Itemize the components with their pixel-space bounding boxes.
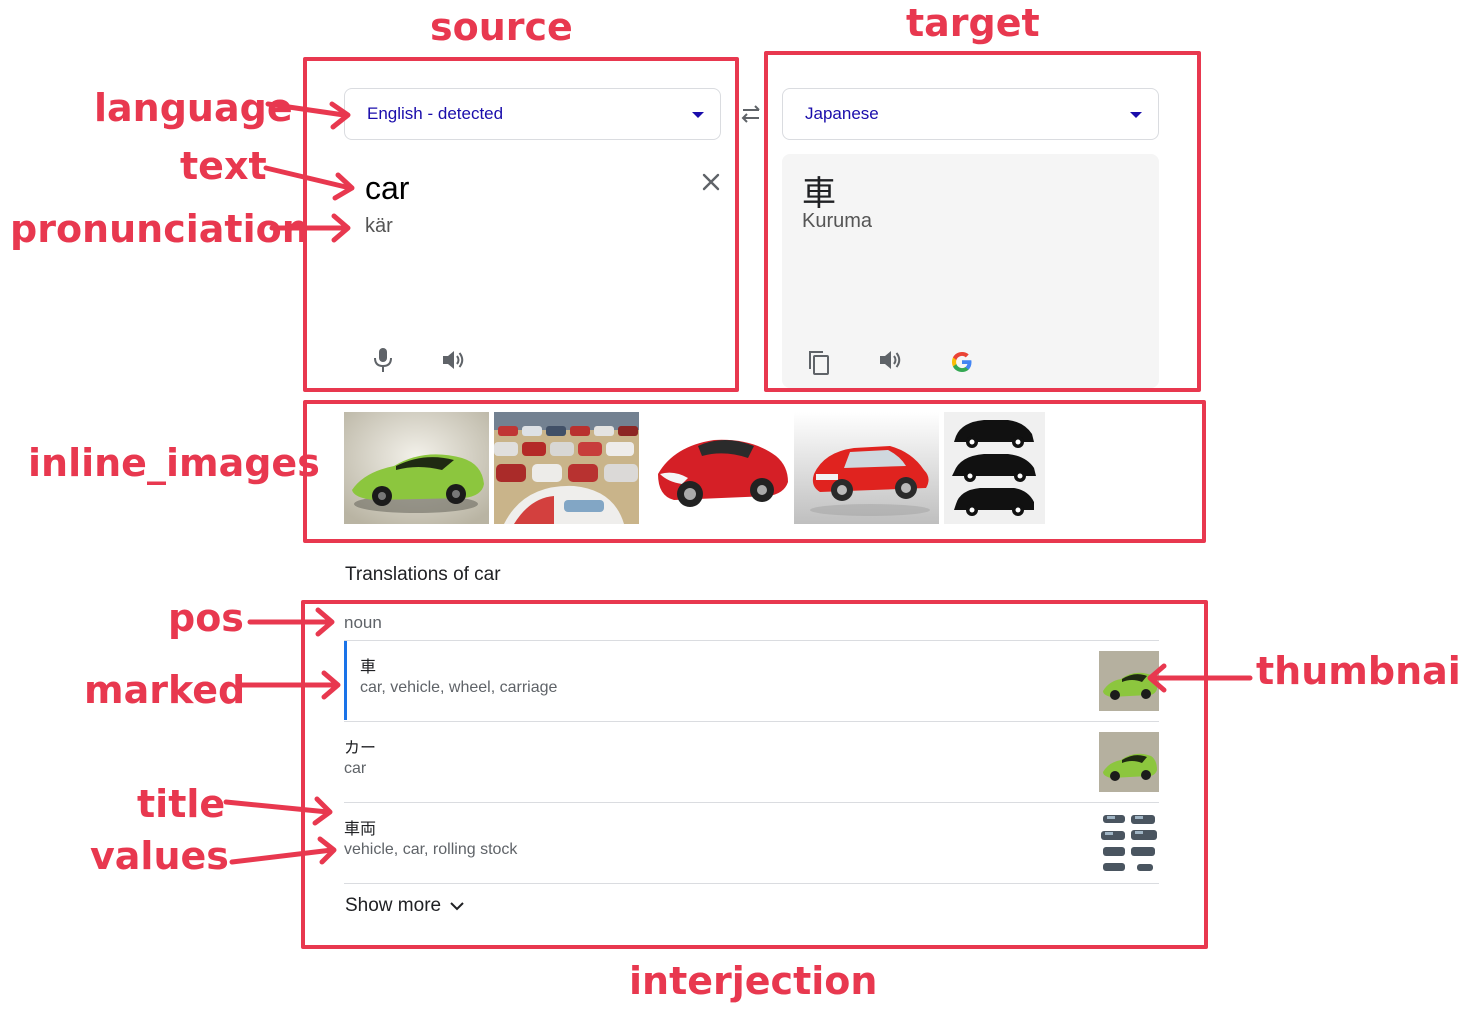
annotation-inline-images: inline_images xyxy=(28,441,320,485)
swap-arrows-icon[interactable] xyxy=(738,101,764,127)
target-panel xyxy=(782,154,1159,388)
google-g-icon[interactable] xyxy=(946,346,978,378)
translation-values: car xyxy=(344,760,367,777)
annotation-language: language xyxy=(94,86,293,130)
inline-image[interactable] xyxy=(494,412,639,524)
target-text: 車 xyxy=(802,175,836,213)
marked-indicator xyxy=(344,641,347,720)
show-more-button[interactable]: Show more xyxy=(345,895,465,917)
source-box xyxy=(303,57,739,392)
annotation-values: values xyxy=(90,834,229,878)
translation-title: 車 xyxy=(360,659,377,676)
divider xyxy=(344,802,1159,803)
speaker-icon[interactable] xyxy=(438,345,470,375)
divider xyxy=(344,721,1159,722)
translation-thumbnail xyxy=(1099,732,1159,792)
annotation-pos: pos xyxy=(168,596,244,640)
translation-thumbnail xyxy=(1099,811,1159,875)
translation-title: 車両 xyxy=(344,821,377,838)
inline-image[interactable] xyxy=(944,412,1045,524)
annotation-target: target xyxy=(906,1,1040,45)
interjection-box xyxy=(301,600,1208,949)
source-language-select[interactable]: English - detected xyxy=(344,88,721,140)
target-box xyxy=(764,51,1201,392)
mic-icon[interactable] xyxy=(368,344,398,376)
copy-icon[interactable] xyxy=(804,347,834,379)
chevron-down-icon xyxy=(1130,112,1142,118)
target-romanization: Kuruma xyxy=(802,210,873,232)
target-language-label: Japanese xyxy=(805,104,879,123)
source-pronunciation: kär xyxy=(365,215,393,237)
inline-images-box xyxy=(303,400,1206,543)
translation-values: vehicle, car, rolling stock xyxy=(344,841,518,858)
annotation-text: text xyxy=(180,144,267,188)
inline-image[interactable] xyxy=(794,412,939,524)
target-language-select[interactable]: Japanese xyxy=(782,88,1159,140)
divider xyxy=(344,640,1159,641)
annotation-pronunciation: pronunciation xyxy=(10,207,309,251)
speaker-icon[interactable] xyxy=(875,345,907,375)
annotation-interjection: interjection xyxy=(629,959,878,1003)
chevron-down-icon xyxy=(450,902,464,911)
pos-label: noun xyxy=(344,613,382,632)
chevron-down-icon xyxy=(692,112,704,118)
show-more-label: Show more xyxy=(345,895,442,916)
annotation-title: title xyxy=(137,782,226,826)
source-text[interactable]: car xyxy=(365,170,410,206)
divider xyxy=(344,883,1159,884)
inline-image[interactable] xyxy=(644,412,789,524)
translation-thumbnail xyxy=(1099,651,1159,711)
translation-values: car, vehicle, wheel, carriage xyxy=(360,679,558,696)
translations-heading: Translations of car xyxy=(345,564,501,585)
source-language-label: English - detected xyxy=(367,104,504,123)
close-icon[interactable] xyxy=(697,168,725,196)
translation-row[interactable]: 車両 vehicle, car, rolling stock xyxy=(344,803,1159,883)
translation-row[interactable]: 車 car, vehicle, wheel, carriage xyxy=(344,641,1159,721)
annotation-thumbnail: thumbnail xyxy=(1256,649,1460,693)
annotation-marked: marked xyxy=(84,668,246,712)
translation-row[interactable]: カー car xyxy=(344,722,1159,802)
annotation-source: source xyxy=(430,5,573,49)
inline-image[interactable] xyxy=(344,412,489,524)
translation-title: カー xyxy=(344,740,377,757)
